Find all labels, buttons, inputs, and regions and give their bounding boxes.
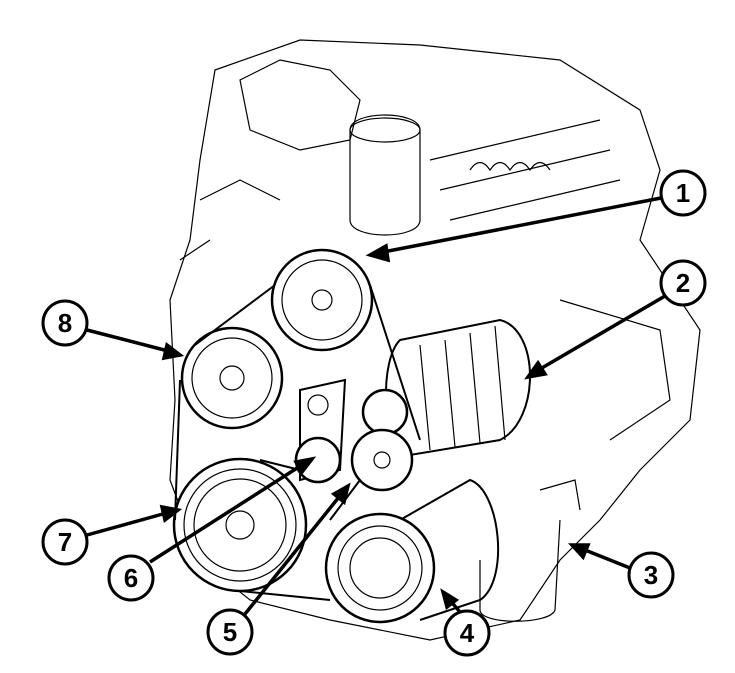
crankshaft-pulley [172,457,308,593]
callout-5: 5 [206,608,254,656]
svg-text:6: 6 [124,563,138,593]
svg-text:8: 8 [58,308,72,338]
svg-text:4: 4 [460,618,475,648]
water-pump-pulley [180,326,284,430]
ac-compressor-pulley [324,512,436,624]
callout-8: 8 [41,299,89,347]
callout-4: 4 [443,609,491,657]
callout-2: 2 [659,259,707,307]
svg-text:7: 7 [58,527,72,557]
callout-1: 1 [659,169,707,217]
callout-3: 3 [627,551,675,599]
svg-text:2: 2 [676,268,690,298]
svg-text:1: 1 [676,178,690,208]
power-steering-pulley [270,248,374,352]
engine-block-outline [169,39,701,641]
generator [361,318,531,457]
idler-pulley [350,428,414,492]
callout-arrows [86,196,666,616]
svg-text:5: 5 [223,617,237,647]
svg-text:3: 3 [644,560,658,590]
callout-7: 7 [41,518,89,566]
ac-compressor [399,478,500,621]
belt-tensioner [294,378,347,484]
callout-6: 6 [107,554,155,602]
accessory-drive-belt [174,284,421,601]
